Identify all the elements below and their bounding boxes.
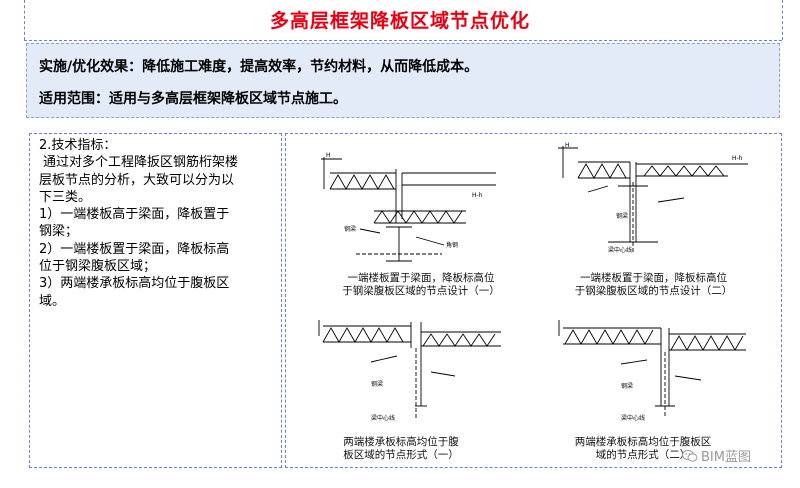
caption-line: 两端楼承板标高均位于腹板区 bbox=[574, 436, 712, 448]
part-label: 钢梁 bbox=[344, 225, 356, 233]
tech-line: 3）两端楼承板标高均位于腹板区 bbox=[39, 276, 230, 292]
tech-line: 1）一端楼板高于梁面，降板置于 bbox=[39, 207, 230, 223]
caption-line: 域的节点形式（二） bbox=[595, 449, 691, 461]
figure-caption-2: 一端楼板置于梁面，降板标高位 于钢梁腹板区域的节点设计（二） bbox=[561, 272, 746, 298]
dim-label: H-h bbox=[472, 192, 483, 199]
tech-line: 2）一端楼板置于梁面，降板标高 bbox=[39, 241, 230, 257]
page-title: 多高层框架降板区域节点优化 bbox=[269, 10, 530, 32]
tech-line: 下三类。 bbox=[39, 189, 92, 205]
part-label: 钢梁 bbox=[621, 382, 633, 390]
effect-line: 实施/优化效果：降低施工难度，提高效率，节约材料，从而降低成本。 bbox=[39, 59, 479, 75]
steel-beam-node-drawing: 钢梁 梁中心线 bbox=[558, 320, 746, 422]
steel-beam-node-drawing: H H-h 钢梁 角钢 bbox=[321, 152, 496, 262]
dim-label: H bbox=[565, 142, 570, 149]
frame-line-right bbox=[782, 0, 783, 40]
watermark-text: BIM蓝图 bbox=[701, 450, 751, 465]
node-drawing-4: 钢梁 梁中心线 bbox=[551, 306, 756, 424]
figure-caption-1: 一端楼板置于梁面，降板标高位 于钢梁腹板区域的节点设计（一） bbox=[331, 272, 511, 298]
tech-line: 通过对多个工程降扳区钢筋桁架楼 bbox=[43, 155, 239, 171]
watermark: BIM蓝图 bbox=[682, 446, 751, 465]
part-label: 梁中心线 bbox=[608, 246, 632, 254]
intro-box: 实施/优化效果：降低施工难度，提高效率，节约材料，从而降低成本。 适用范围：适用… bbox=[26, 43, 780, 118]
scope-line: 适用范围：适用与多高层框架降板区域节点施工。 bbox=[39, 91, 347, 107]
part-label: 梁中心线 bbox=[621, 414, 645, 422]
figure-panel: H H-h 钢梁 角钢 一端楼板置于梁面，降板标高位 于钢梁腹板区域的节点设计（… bbox=[285, 133, 782, 468]
node-drawing-3: 钢梁 梁中心线 bbox=[311, 306, 511, 426]
part-label: 钢梁 bbox=[616, 212, 628, 220]
figure-caption-3: 两端楼承板标高均位于腹 板区域的节点形式（一） bbox=[321, 436, 481, 462]
caption-line: 于钢梁腹板区域的节点设计（二） bbox=[574, 285, 733, 297]
tech-line: 钢梁； bbox=[39, 224, 79, 240]
caption-line: 一端楼板置于梁面，降板标高位 bbox=[580, 272, 727, 284]
figure-caption-4: 两端楼承板标高均位于腹板区 域的节点形式（二） bbox=[558, 436, 728, 462]
wechat-icon bbox=[682, 449, 698, 462]
caption-line: 于钢梁腹板区域的节点设计（一） bbox=[342, 285, 500, 297]
caption-line: 板区域的节点形式（一） bbox=[343, 449, 459, 461]
frame-line-left bbox=[24, 0, 25, 40]
tech-line: 域。 bbox=[39, 293, 66, 309]
part-label: 钢梁 bbox=[371, 380, 383, 388]
caption-line: 两端楼承板标高均位于腹 bbox=[343, 436, 459, 448]
part-label: 梁中心线 bbox=[371, 414, 395, 422]
node-drawing-1: H H-h 钢梁 角钢 bbox=[316, 149, 506, 269]
tech-line: 位于钢梁腹板区域； bbox=[39, 259, 157, 275]
steel-beam-node-drawing: H H-h 钢梁 梁中心线 bbox=[558, 142, 748, 254]
dim-label: H bbox=[326, 152, 331, 159]
caption-line: 一端楼板置于梁面，降板标高位 bbox=[347, 272, 495, 284]
node-drawing-2: H H-h 钢梁 梁中心线 bbox=[548, 142, 753, 257]
tech-line: 层板节点的分析，大致可以分为以 bbox=[39, 172, 235, 188]
tech-heading: 2.技术指标： bbox=[39, 138, 117, 153]
part-label: 角钢 bbox=[446, 241, 458, 249]
steel-beam-node-drawing: 钢梁 梁中心线 bbox=[318, 320, 501, 422]
dim-label: H-h bbox=[732, 155, 743, 162]
title-divider bbox=[24, 40, 782, 41]
tech-indicator-panel: 2.技术指标： 通过对多个工程降扳区钢筋桁架楼 层板节点的分析，大致可以分为以 … bbox=[29, 133, 282, 468]
